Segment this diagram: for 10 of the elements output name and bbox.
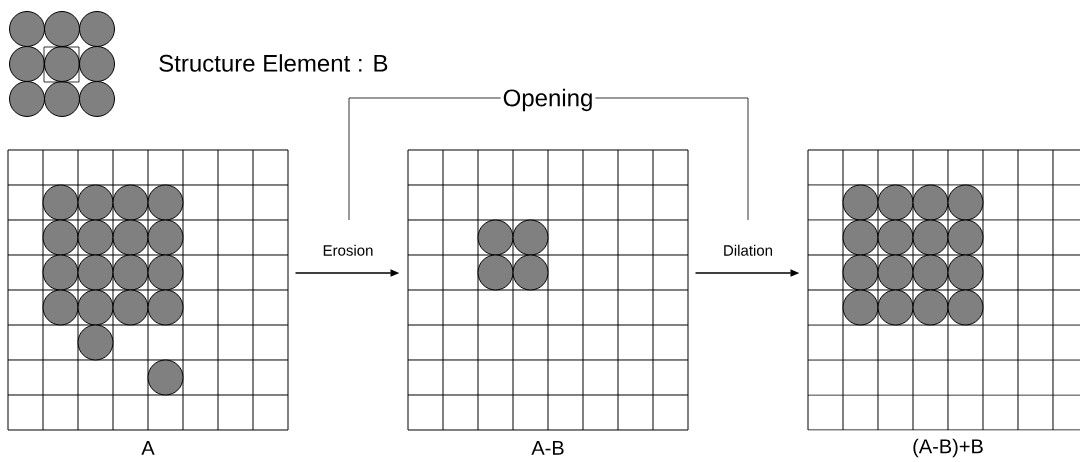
grid-caption: (A-B)+B (913, 438, 983, 458)
grid-caption: A-B (531, 441, 564, 455)
label-text: Structure Element : B (159, 54, 388, 72)
grid-drawing (807, 149, 1080, 431)
bracket-label: Opening (500, 86, 596, 114)
grid-drawing (407, 149, 689, 431)
grid-caption: A (141, 441, 155, 455)
edge-label: Erosion (323, 244, 373, 256)
grid-drawing (7, 149, 289, 431)
edge-label: Dilation (724, 244, 773, 256)
